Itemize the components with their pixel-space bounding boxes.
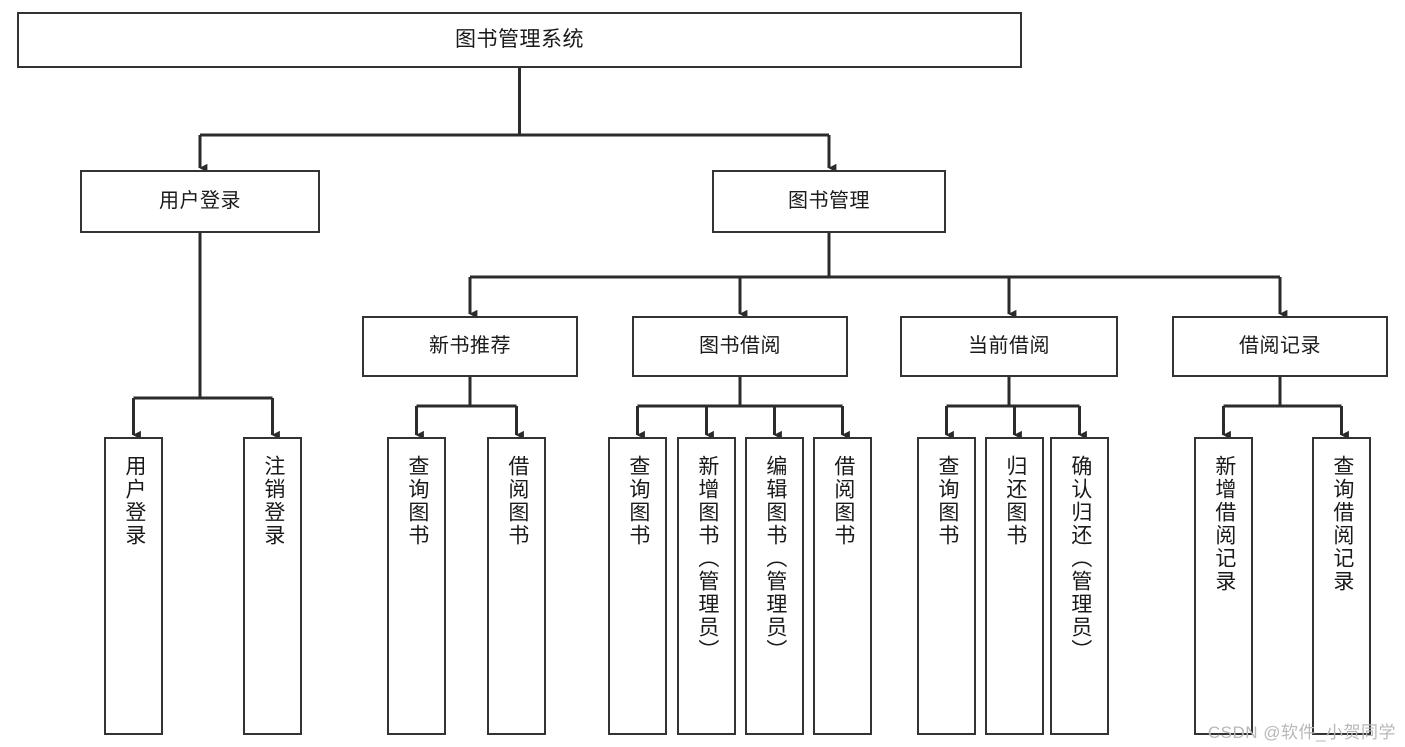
node-box-bookmgmt[interactable]: 图书管理 (712, 170, 946, 233)
node-box-records[interactable]: 借阅记录 (1172, 316, 1388, 377)
node-label-l-login-1: 用户登录 (122, 455, 146, 547)
node-label-root: 图书管理系统 (455, 27, 584, 51)
node-box-l-rec-2[interactable]: 查询借阅记录 (1312, 437, 1371, 735)
watermark-label: CSDN @软件_小贺同学 (1207, 723, 1396, 742)
node-label-l-new-2: 借阅图书 (505, 455, 529, 547)
node-box-l-bor-2[interactable]: 新增图书（管理员） (677, 437, 736, 735)
node-box-l-cur-1[interactable]: 查询图书 (917, 437, 976, 735)
node-box-login[interactable]: 用户登录 (80, 170, 320, 233)
node-label-records: 借阅记录 (1239, 335, 1321, 357)
node-label-l-bor-2: 新增图书（管理员） (695, 455, 719, 662)
node-label-login: 用户登录 (159, 190, 241, 212)
node-box-root[interactable]: 图书管理系统 (17, 12, 1022, 68)
node-box-l-bor-4[interactable]: 借阅图书 (813, 437, 872, 735)
node-box-l-cur-3[interactable]: 确认归还（管理员） (1050, 437, 1109, 735)
node-box-l-login-1[interactable]: 用户登录 (104, 437, 163, 735)
node-box-l-cur-2[interactable]: 归还图书 (985, 437, 1044, 735)
node-box-borrow[interactable]: 图书借阅 (632, 316, 848, 377)
node-label-l-login-2: 注销登录 (261, 455, 285, 547)
node-label-l-new-1: 查询图书 (405, 455, 429, 547)
node-label-l-cur-3: 确认归还（管理员） (1068, 455, 1092, 662)
node-box-newbook[interactable]: 新书推荐 (362, 316, 578, 377)
node-box-current[interactable]: 当前借阅 (900, 316, 1118, 377)
node-box-l-bor-1[interactable]: 查询图书 (608, 437, 667, 735)
node-box-l-login-2[interactable]: 注销登录 (243, 437, 302, 735)
node-label-l-bor-1: 查询图书 (626, 455, 650, 547)
node-label-l-cur-1: 查询图书 (935, 455, 959, 547)
node-label-l-bor-4: 借阅图书 (831, 455, 855, 547)
node-label-l-cur-2: 归还图书 (1003, 455, 1027, 547)
node-label-bookmgmt: 图书管理 (788, 190, 870, 212)
node-box-l-new-2[interactable]: 借阅图书 (487, 437, 546, 735)
node-box-l-rec-1[interactable]: 新增借阅记录 (1194, 437, 1253, 735)
node-label-current: 当前借阅 (968, 335, 1050, 357)
node-label-borrow: 图书借阅 (699, 335, 781, 357)
node-label-newbook: 新书推荐 (429, 335, 511, 357)
node-box-l-new-1[interactable]: 查询图书 (387, 437, 446, 735)
node-label-l-rec-2: 查询借阅记录 (1330, 455, 1354, 593)
node-label-l-rec-1: 新增借阅记录 (1212, 455, 1236, 593)
node-label-l-bor-3: 编辑图书（管理员） (763, 455, 787, 662)
node-box-l-bor-3[interactable]: 编辑图书（管理员） (745, 437, 804, 735)
